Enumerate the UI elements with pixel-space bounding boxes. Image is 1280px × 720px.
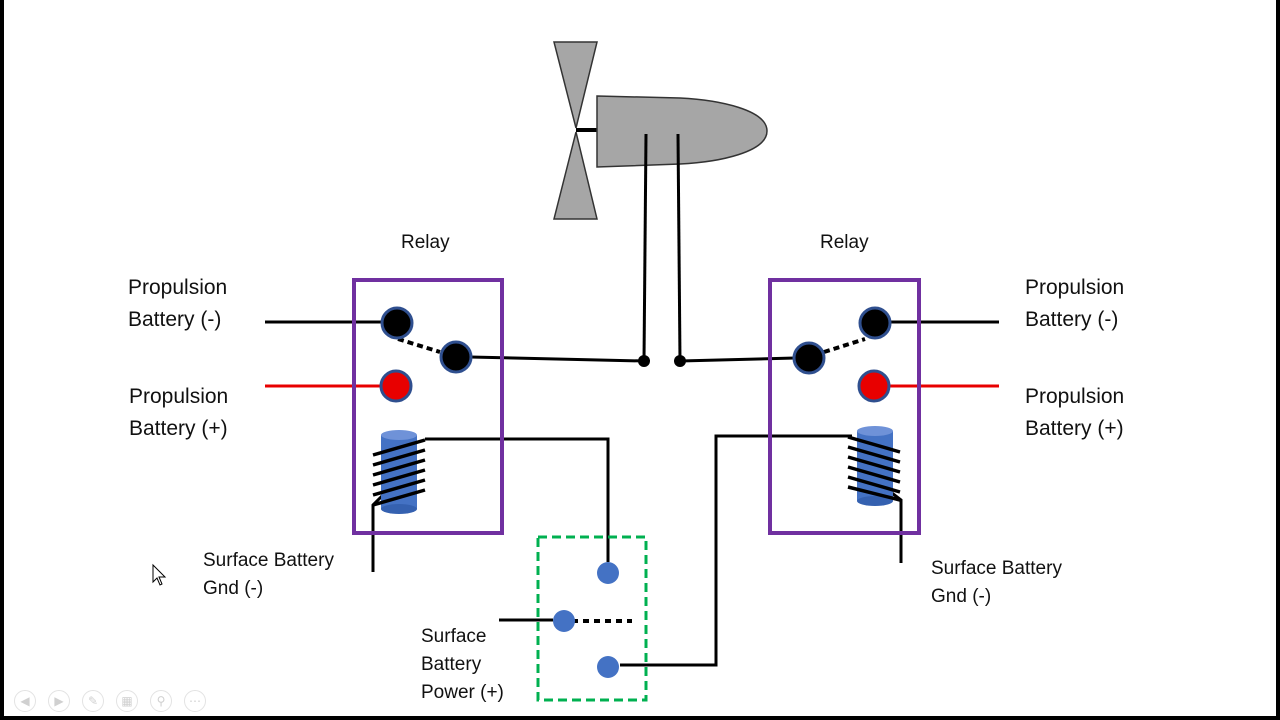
relay-left-coil — [372, 430, 426, 514]
surface-gnd-left-line1: Surface Battery — [203, 550, 334, 571]
wire-switch-to-coil-right — [620, 434, 852, 667]
surface-power-line3: Power (+) — [421, 682, 504, 703]
prop-neg-right-line2: Battery (-) — [1025, 308, 1118, 331]
wire-relay-left-to-motor — [469, 355, 645, 363]
relay-right — [768, 278, 921, 535]
relay-right-label: Relay — [820, 232, 869, 253]
prop-neg-left-line1: Propulsion — [128, 276, 227, 299]
zoom-icon[interactable]: ⚲ — [150, 690, 172, 712]
prop-pos-left-line2: Battery (+) — [129, 417, 228, 440]
propeller-blade-bottom — [553, 131, 598, 220]
relay-left — [352, 278, 504, 535]
surface-power-line2: Battery — [421, 654, 482, 675]
more-icon[interactable]: ⋯ — [184, 690, 206, 712]
prop-pos-right-line2: Battery (+) — [1025, 417, 1124, 440]
relay-right-contact-neg — [858, 306, 892, 340]
relay-left-contact-pos — [379, 369, 413, 403]
slides-icon[interactable]: ▦ — [116, 690, 138, 712]
relay-circuit-diagram: Relay Relay Propulsion Battery (-) Propu… — [128, 41, 1124, 703]
relay-right-armature — [823, 337, 866, 354]
prop-pos-left-line1: Propulsion — [129, 385, 228, 408]
next-icon[interactable]: ▶ — [48, 690, 70, 712]
wire-motor-to-relay-right — [679, 356, 796, 363]
surface-gnd-left-line2: Gnd (-) — [203, 578, 263, 599]
relay-right-coil — [847, 426, 901, 506]
surface-switch-box — [536, 535, 648, 702]
slideshow-toolbar: ◀ ▶ ✎ ▦ ⚲ ⋯ — [14, 690, 206, 714]
relay-right-contact-common — [792, 341, 826, 375]
relay-left-armature — [397, 337, 441, 354]
relay-right-box — [768, 278, 921, 535]
pen-icon[interactable]: ✎ — [82, 690, 104, 712]
relay-left-box — [352, 278, 504, 535]
wire-coil-left-to-switch — [425, 437, 610, 562]
prop-neg-right-line1: Propulsion — [1025, 276, 1124, 299]
surface-power-line1: Surface — [421, 626, 486, 647]
prop-pos-right-line1: Propulsion — [1025, 385, 1124, 408]
surface-switch — [536, 535, 648, 702]
prop-neg-left-line2: Battery (-) — [128, 308, 221, 331]
surface-gnd-right-line1: Surface Battery — [931, 558, 1062, 579]
surface-switch-contact-common — [553, 610, 575, 632]
slide: Relay Relay Propulsion Battery (-) Propu… — [4, 0, 1276, 716]
surface-switch-contact-top — [597, 562, 619, 584]
motor-leads — [638, 133, 686, 367]
relay-left-contact-neg — [380, 306, 414, 340]
motor-body — [596, 95, 768, 168]
relay-right-contact-pos — [857, 369, 891, 403]
relay-left-contact-common — [439, 340, 473, 374]
surface-switch-contact-bottom — [597, 656, 619, 678]
relay-left-label: Relay — [401, 232, 450, 253]
motor-propeller — [553, 41, 768, 220]
prev-icon[interactable]: ◀ — [14, 690, 36, 712]
surface-gnd-right-line2: Gnd (-) — [931, 586, 991, 607]
mouse-cursor-icon — [152, 563, 167, 586]
propeller-blade-top — [553, 41, 598, 129]
